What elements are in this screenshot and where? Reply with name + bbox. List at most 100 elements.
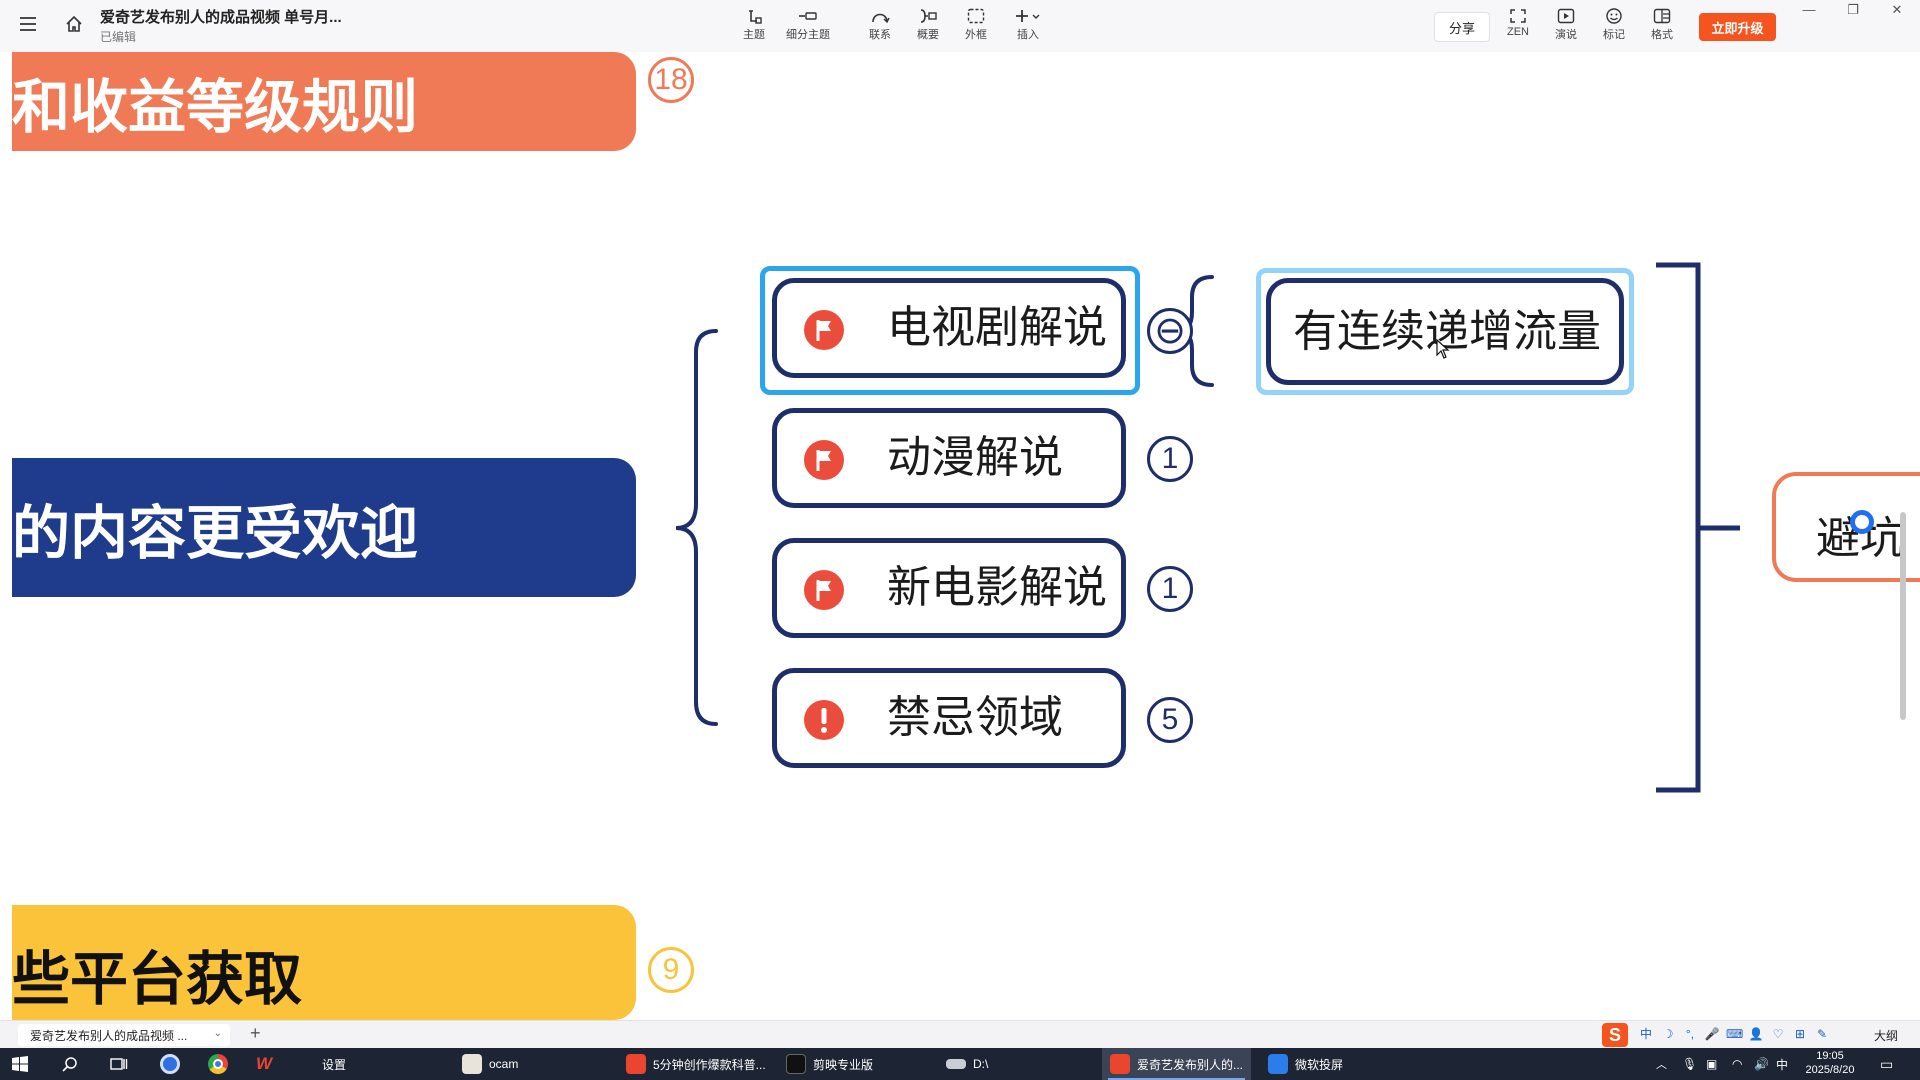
tool-marker[interactable]: 标记 [1586,8,1642,48]
taskbar-item-jianying[interactable]: 剪映专业版 [786,1048,873,1080]
mindmap-canvas[interactable]: 和收益等级规则 18 的内容更受欢迎 些平台获取 9 电视剧解说 ⊖ 动漫解说 … [0,52,1920,1020]
tool-topic[interactable]: 主题 [726,8,782,48]
ime-voice-icon[interactable]: 🎤 [1704,1027,1720,1041]
taskbar-item-label: 设置 [322,1057,347,1072]
ime-punctuation-icon[interactable]: °, [1685,1027,1695,1041]
task-view-icon[interactable] [110,1048,128,1080]
menu-icon[interactable] [14,10,42,38]
sheet-tab-label: 爱奇艺发布别人的成品视频 ... [30,1028,188,1043]
tool-boundary[interactable]: 外框 [948,8,1004,48]
chrome-icon[interactable] [208,1048,228,1080]
red-flag-icon [804,570,844,610]
collapsed-count-badge[interactable]: 1 [1147,566,1193,612]
connector-lines [675,262,1740,793]
collapsed-count-badge[interactable]: 1 [1147,436,1193,482]
vertical-scrollbar[interactable] [1900,512,1906,720]
tool-relationship[interactable]: 联系 [852,8,908,48]
tool-topic-label: 主题 [743,29,765,41]
collapsed-count-badge[interactable]: 18 [648,57,694,103]
home-icon[interactable] [60,10,88,38]
add-sheet-button[interactable]: + [250,1023,261,1043]
ime-keyboard-icon[interactable]: ⌨ [1726,1027,1744,1041]
sogou-ime-icon[interactable]: S [1602,1023,1628,1047]
right-topic-pitfalls[interactable]: 避坑 [1772,472,1920,582]
subtopic-anime-commentary[interactable]: 动漫解说 [772,408,1126,508]
format-panel-icon [1653,8,1671,24]
volume-icon[interactable]: 🔊 [1754,1057,1769,1071]
subtopic-new-movie-commentary[interactable]: 新电影解说 [772,538,1126,638]
system-clock[interactable]: 19:05 2025/8/20 [1795,1049,1865,1077]
ime-skin-icon[interactable]: ♡ [1772,1027,1784,1041]
wps-icon[interactable]: W [256,1054,273,1073]
wifi-icon[interactable]: ◠ [1732,1057,1743,1071]
main-topic-label: 的内容更受欢迎 [12,500,419,566]
taskbar-item-label: ocam [489,1057,519,1071]
windows-taskbar: W 设置 ocam 5分钟创作爆款科普... 剪映专业版 D:\ 爱奇艺发布别人… [0,1048,1920,1080]
collapsed-count-badge[interactable]: 5 [1147,697,1193,743]
title-bar: 爱奇艺发布别人的成品视频 单号月... 已编辑 主题 细分主题 联系 概要 外框… [0,0,1920,53]
jianying-icon [786,1054,806,1074]
xmind-icon [1110,1054,1130,1074]
tray-app-icon[interactable]: ▣ [1706,1057,1718,1071]
xmind-icon [626,1054,646,1074]
taskbar-item-settings[interactable]: 设置 [322,1048,346,1080]
taskbar-item-ocam[interactable]: ocam [462,1048,518,1080]
mouse-cursor-icon [1436,339,1450,359]
search-icon[interactable] [62,1048,78,1080]
taskbar-item-explorer[interactable]: D:\ [946,1048,988,1080]
subtopic-label: 禁忌领域 [887,693,1063,742]
subtopic-forbidden-zone[interactable]: 禁忌领域 [772,668,1126,768]
tool-relationship-label: 联系 [869,29,891,41]
tool-subtopic[interactable]: 细分主题 [780,8,836,48]
microphone-icon[interactable]: 🎙 [1682,1057,1698,1071]
relationship-icon [872,13,890,24]
share-button[interactable]: 分享 [1434,12,1490,42]
main-topic-platform-source[interactable]: 些平台获取 [12,905,636,1020]
cast-icon [1268,1054,1288,1074]
taskbar-item-active-doc[interactable]: 爱奇艺发布别人的... [1102,1048,1252,1080]
subtopic-label: 动漫解说 [887,433,1063,482]
collapse-toggle[interactable]: ⊖ [1147,308,1193,354]
input-language[interactable]: 中 [1776,1057,1789,1072]
main-topic-label: 和收益等级规则 [12,74,419,140]
taskbar-item-label: D:\ [973,1057,989,1071]
browser-icon[interactable] [160,1048,180,1080]
outline-button[interactable]: 大纲 [1874,1029,1899,1043]
fullscreen-icon [1510,9,1526,23]
ime-user-icon[interactable]: 👤 [1748,1027,1764,1041]
ime-chinese-mode[interactable]: 中 [1639,1027,1652,1041]
tool-format[interactable]: 格式 [1634,8,1690,48]
subtopic-tv-commentary[interactable]: 电视剧解说 [772,278,1126,378]
taskbar-item-label: 5分钟创作爆款科普... [653,1057,766,1072]
upgrade-button[interactable]: 立即升级 [1699,13,1776,41]
main-topic-popular-content[interactable]: 的内容更受欢迎 [12,458,636,597]
main-topic-revenue-rules[interactable]: 和收益等级规则 [12,52,636,151]
chevron-down-icon[interactable]: ⌄ [213,1028,222,1039]
minimize-icon[interactable]: — [1802,2,1816,17]
tool-present[interactable]: 演说 [1538,8,1594,48]
taskbar-item-mindmap-doc[interactable]: 5分钟创作爆款科普... [626,1048,766,1080]
chevron-up-icon[interactable]: ︿ [1656,1059,1667,1071]
topic-icon [749,10,762,24]
taskbar-item-label: 剪映专业版 [813,1057,874,1072]
windows-start-icon[interactable] [12,1048,28,1080]
detail-label: 有连续递增流量 [1293,307,1601,356]
tool-insert[interactable]: 插入 [1000,8,1056,48]
ime-halfwidth-icon[interactable]: ☽ [1662,1027,1674,1041]
taskbar-item-cast[interactable]: 微软投屏 [1268,1048,1343,1080]
selection-highlight [1256,268,1634,395]
notification-icon[interactable]: ▭ [1880,1055,1894,1072]
close-icon[interactable]: ✕ [1891,2,1903,17]
drag-handle-icon[interactable] [1850,510,1874,534]
ime-toolbox-icon[interactable]: ✎ [1816,1027,1828,1041]
clock-date: 2025/8/20 [1805,1064,1855,1076]
sheet-tab[interactable]: 爱奇艺发布别人的成品视频 ... ⌄ [18,1024,230,1046]
collapsed-count-badge[interactable]: 9 [648,947,694,993]
tool-format-label: 格式 [1651,29,1673,41]
detail-continuous-traffic[interactable]: 有连续递增流量 [1266,278,1624,385]
ime-apps-icon[interactable]: ⊞ [1794,1027,1806,1041]
ocam-icon [462,1054,482,1074]
tool-summary[interactable]: 概要 [900,8,956,48]
tool-zen[interactable]: ZEN [1490,8,1546,48]
restore-icon[interactable]: ❐ [1847,2,1859,17]
